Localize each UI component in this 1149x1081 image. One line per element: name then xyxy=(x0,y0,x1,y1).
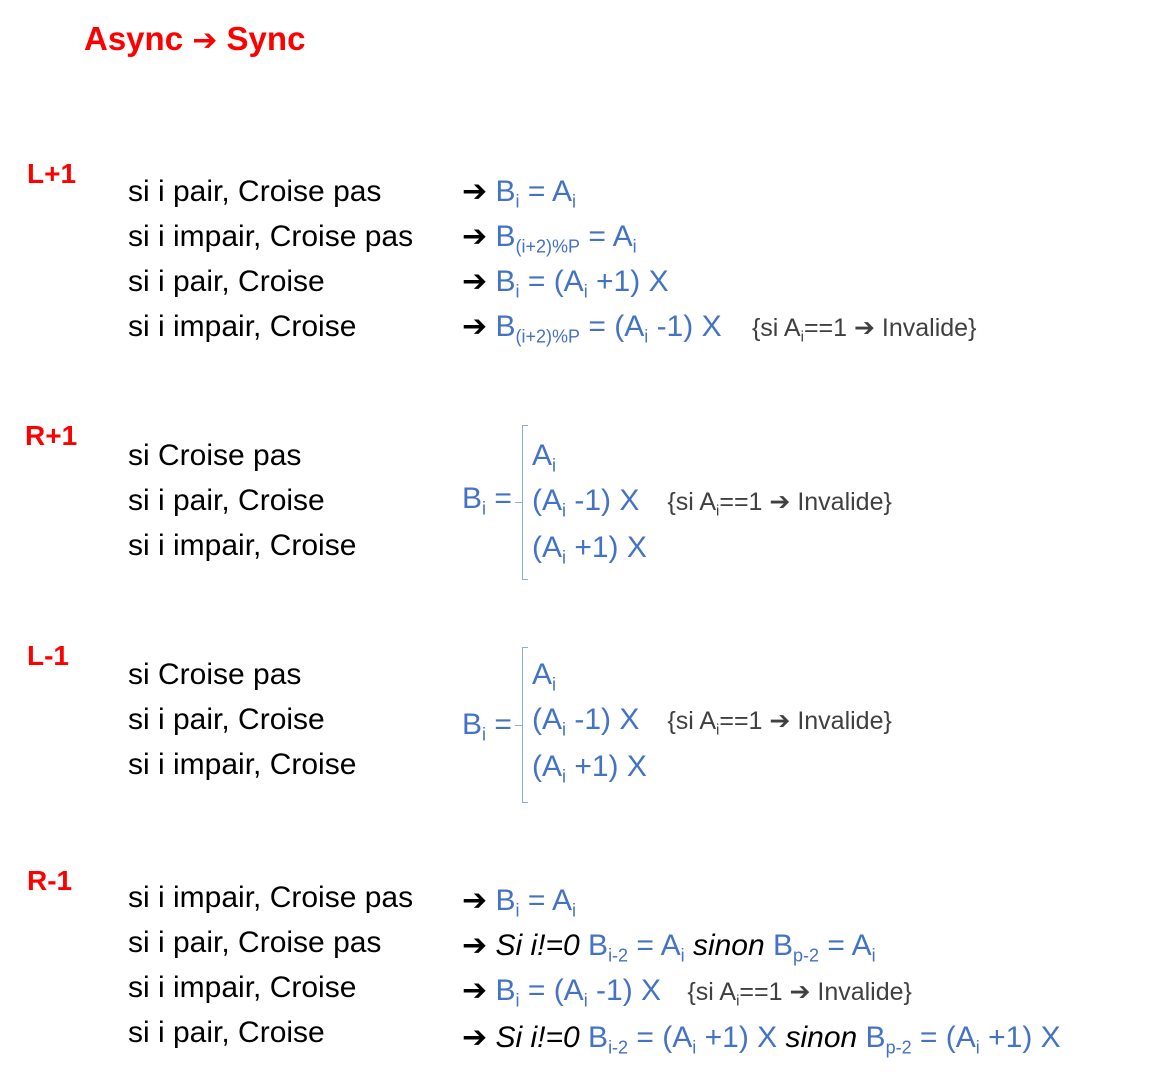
condition-line: si i pair, Croise pas xyxy=(128,926,382,959)
result-line: ➔ B(i+2)%P = (Ai -1) X {si Ai==1 ➔ Inval… xyxy=(462,310,977,347)
condition-line: si i impair, Croise pas xyxy=(128,220,414,253)
arrow-right-icon: ➔ xyxy=(462,265,488,298)
option-line: (Ai +1) X xyxy=(532,531,647,568)
section-label-l-minus-1: L-1 xyxy=(27,640,69,671)
result-line: ➔ Bi = (Ai +1) X xyxy=(462,265,669,302)
condition-line: si i impair, Croise pas xyxy=(128,881,414,914)
invalid-note: {si Ai==1 ➔ Invalide} xyxy=(667,488,892,520)
arrow-right-icon: ➔ xyxy=(769,488,791,516)
conditions-l-plus-1: si i pair, Croise pas si i impair, Crois… xyxy=(128,169,413,349)
result-line: ➔ Bi = Ai xyxy=(462,175,577,212)
invalid-note: {si Ai==1 ➔ Invalide} xyxy=(751,314,977,346)
arrow-right-icon: ➔ xyxy=(462,220,488,253)
arrow-right-icon: ➔ xyxy=(854,314,875,342)
condition-line: si i impair, Croise xyxy=(128,310,357,343)
arrow-right-icon: ➔ xyxy=(462,974,488,1007)
results-l-plus-1: ➔ Bi = Ai ➔ B(i+2)%P = Ai ➔ Bi = (Ai +1)… xyxy=(462,169,976,351)
lhs-l-minus-1: Bi = xyxy=(462,708,512,745)
result-line: ➔ Bi = Ai xyxy=(462,884,577,921)
condition-line: si Croise pas xyxy=(128,658,302,691)
section-label-r-plus-1: R+1 xyxy=(25,420,78,451)
option-line: (Ai -1) X{si Ai==1 ➔ Invalide} xyxy=(532,484,892,521)
section-label-r-minus-1: R-1 xyxy=(27,865,73,896)
title-right: Sync xyxy=(226,20,306,57)
arrow-right-icon: ➔ xyxy=(789,978,811,1006)
page-title: Async ➔ Sync xyxy=(84,20,305,58)
option-line: Ai xyxy=(532,439,557,476)
options-l-minus-1: Ai (Ai -1) X{si Ai==1 ➔ Invalide} (Ai +1… xyxy=(532,652,892,789)
result-line: ➔ Si i!=0 Bi-2 = Ai sinon Bp-2 = Ai xyxy=(462,929,876,966)
condition-line: si i pair, Croise xyxy=(128,1016,325,1049)
arrow-right-icon: ➔ xyxy=(462,175,488,208)
condition-line: si Croise pas xyxy=(128,439,302,472)
cases-bracket xyxy=(515,425,529,580)
section-label-l-plus-1: L+1 xyxy=(27,158,77,189)
arrow-right-icon: ➔ xyxy=(769,707,791,735)
option-line: (Ai +1) X xyxy=(532,750,647,787)
arrow-right-icon: ➔ xyxy=(462,884,488,917)
arrow-right-icon: ➔ xyxy=(462,310,488,343)
condition-line: si i impair, Croise xyxy=(128,971,357,1004)
result-line: ➔ B(i+2)%P = Ai xyxy=(462,220,637,257)
arrow-right-icon: ➔ xyxy=(462,1021,488,1054)
results-r-minus-1: ➔ Bi = Ai ➔ Si i!=0 Bi-2 = Ai sinon Bp-2… xyxy=(462,878,1061,1060)
option-line: Ai xyxy=(532,658,557,695)
condition-line: si i pair, Croise xyxy=(128,703,325,736)
result-line: ➔ Bi = (Ai -1) X {si Ai==1 ➔ Invalide} xyxy=(462,974,912,1011)
conditions-r-minus-1: si i impair, Croise pas si i pair, Crois… xyxy=(128,875,413,1055)
conditions-r-plus-1: si Croise pas si i pair, Croise si i imp… xyxy=(128,433,356,568)
condition-line: si i pair, Croise xyxy=(128,265,325,298)
options-r-plus-1: Ai (Ai -1) X{si Ai==1 ➔ Invalide} (Ai +1… xyxy=(532,433,892,570)
option-line: (Ai -1) X{si Ai==1 ➔ Invalide} xyxy=(532,703,892,740)
cases-bracket xyxy=(515,647,529,803)
arrow-right-icon: ➔ xyxy=(462,929,488,962)
conditions-l-minus-1: si Croise pas si i pair, Croise si i imp… xyxy=(128,652,356,787)
result-line: ➔ Si i!=0 Bi-2 = (Ai +1) X sinon Bp-2 = … xyxy=(462,1021,1061,1058)
condition-line: si i pair, Croise pas xyxy=(128,175,382,208)
invalid-note: {si Ai==1 ➔ Invalide} xyxy=(687,978,912,1010)
condition-line: si i pair, Croise xyxy=(128,484,325,517)
lhs-r-plus-1: Bi = xyxy=(462,482,512,519)
condition-line: si i impair, Croise xyxy=(128,748,357,781)
title-left: Async xyxy=(84,20,184,57)
arrow-right-icon: ➔ xyxy=(192,24,218,57)
invalid-note: {si Ai==1 ➔ Invalide} xyxy=(667,707,892,739)
condition-line: si i impair, Croise xyxy=(128,529,357,562)
